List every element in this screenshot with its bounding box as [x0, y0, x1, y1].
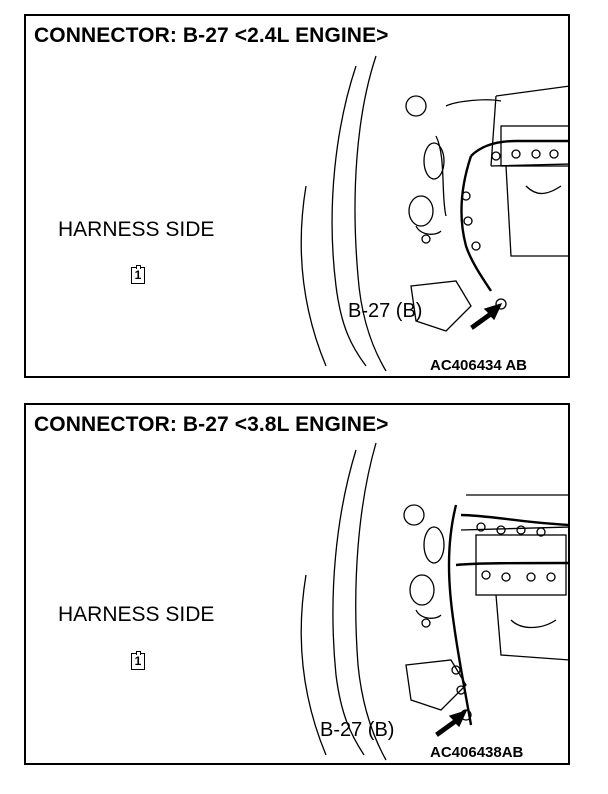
figure-code: AC406438AB [430, 744, 524, 761]
hood-line-inner [355, 442, 387, 761]
fender-edge [300, 574, 327, 756]
harness-side-label: HARNESS SIDE [58, 218, 215, 241]
harness-side-label: HARNESS SIDE [58, 603, 215, 626]
pointer-arrow-icon [470, 302, 503, 330]
pin-number: 1 [134, 654, 142, 668]
connector-label: B-27 (B) [320, 719, 395, 741]
fender-edge [300, 185, 327, 367]
connector-label: B-27 (B) [348, 300, 423, 322]
b27-connector-shape [495, 298, 507, 310]
hood-line-inner [354, 55, 387, 372]
pin-number: 1 [134, 268, 142, 282]
connector-panel-3-8l: CONNECTOR: B-27 <3.8L ENGINE> HARNESS SI… [24, 403, 570, 765]
pointer-arrow-icon [435, 709, 468, 737]
engine-bay-illustration [300, 55, 568, 372]
hood-line [332, 449, 365, 756]
connector-pin-icon: 1 [131, 651, 145, 670]
hood-line [331, 65, 367, 367]
panel-title: CONNECTOR: B-27 <3.8L ENGINE> [34, 413, 389, 436]
engine-bay-illustration [300, 442, 568, 761]
connector-pin-icon: 1 [131, 265, 145, 284]
connector-panel-2-4l: CONNECTOR: B-27 <2.4L ENGINE> HARNESS SI… [24, 14, 570, 378]
panel-title: CONNECTOR: B-27 <2.4L ENGINE> [34, 24, 389, 47]
figure-code: AC406434 AB [430, 357, 527, 374]
